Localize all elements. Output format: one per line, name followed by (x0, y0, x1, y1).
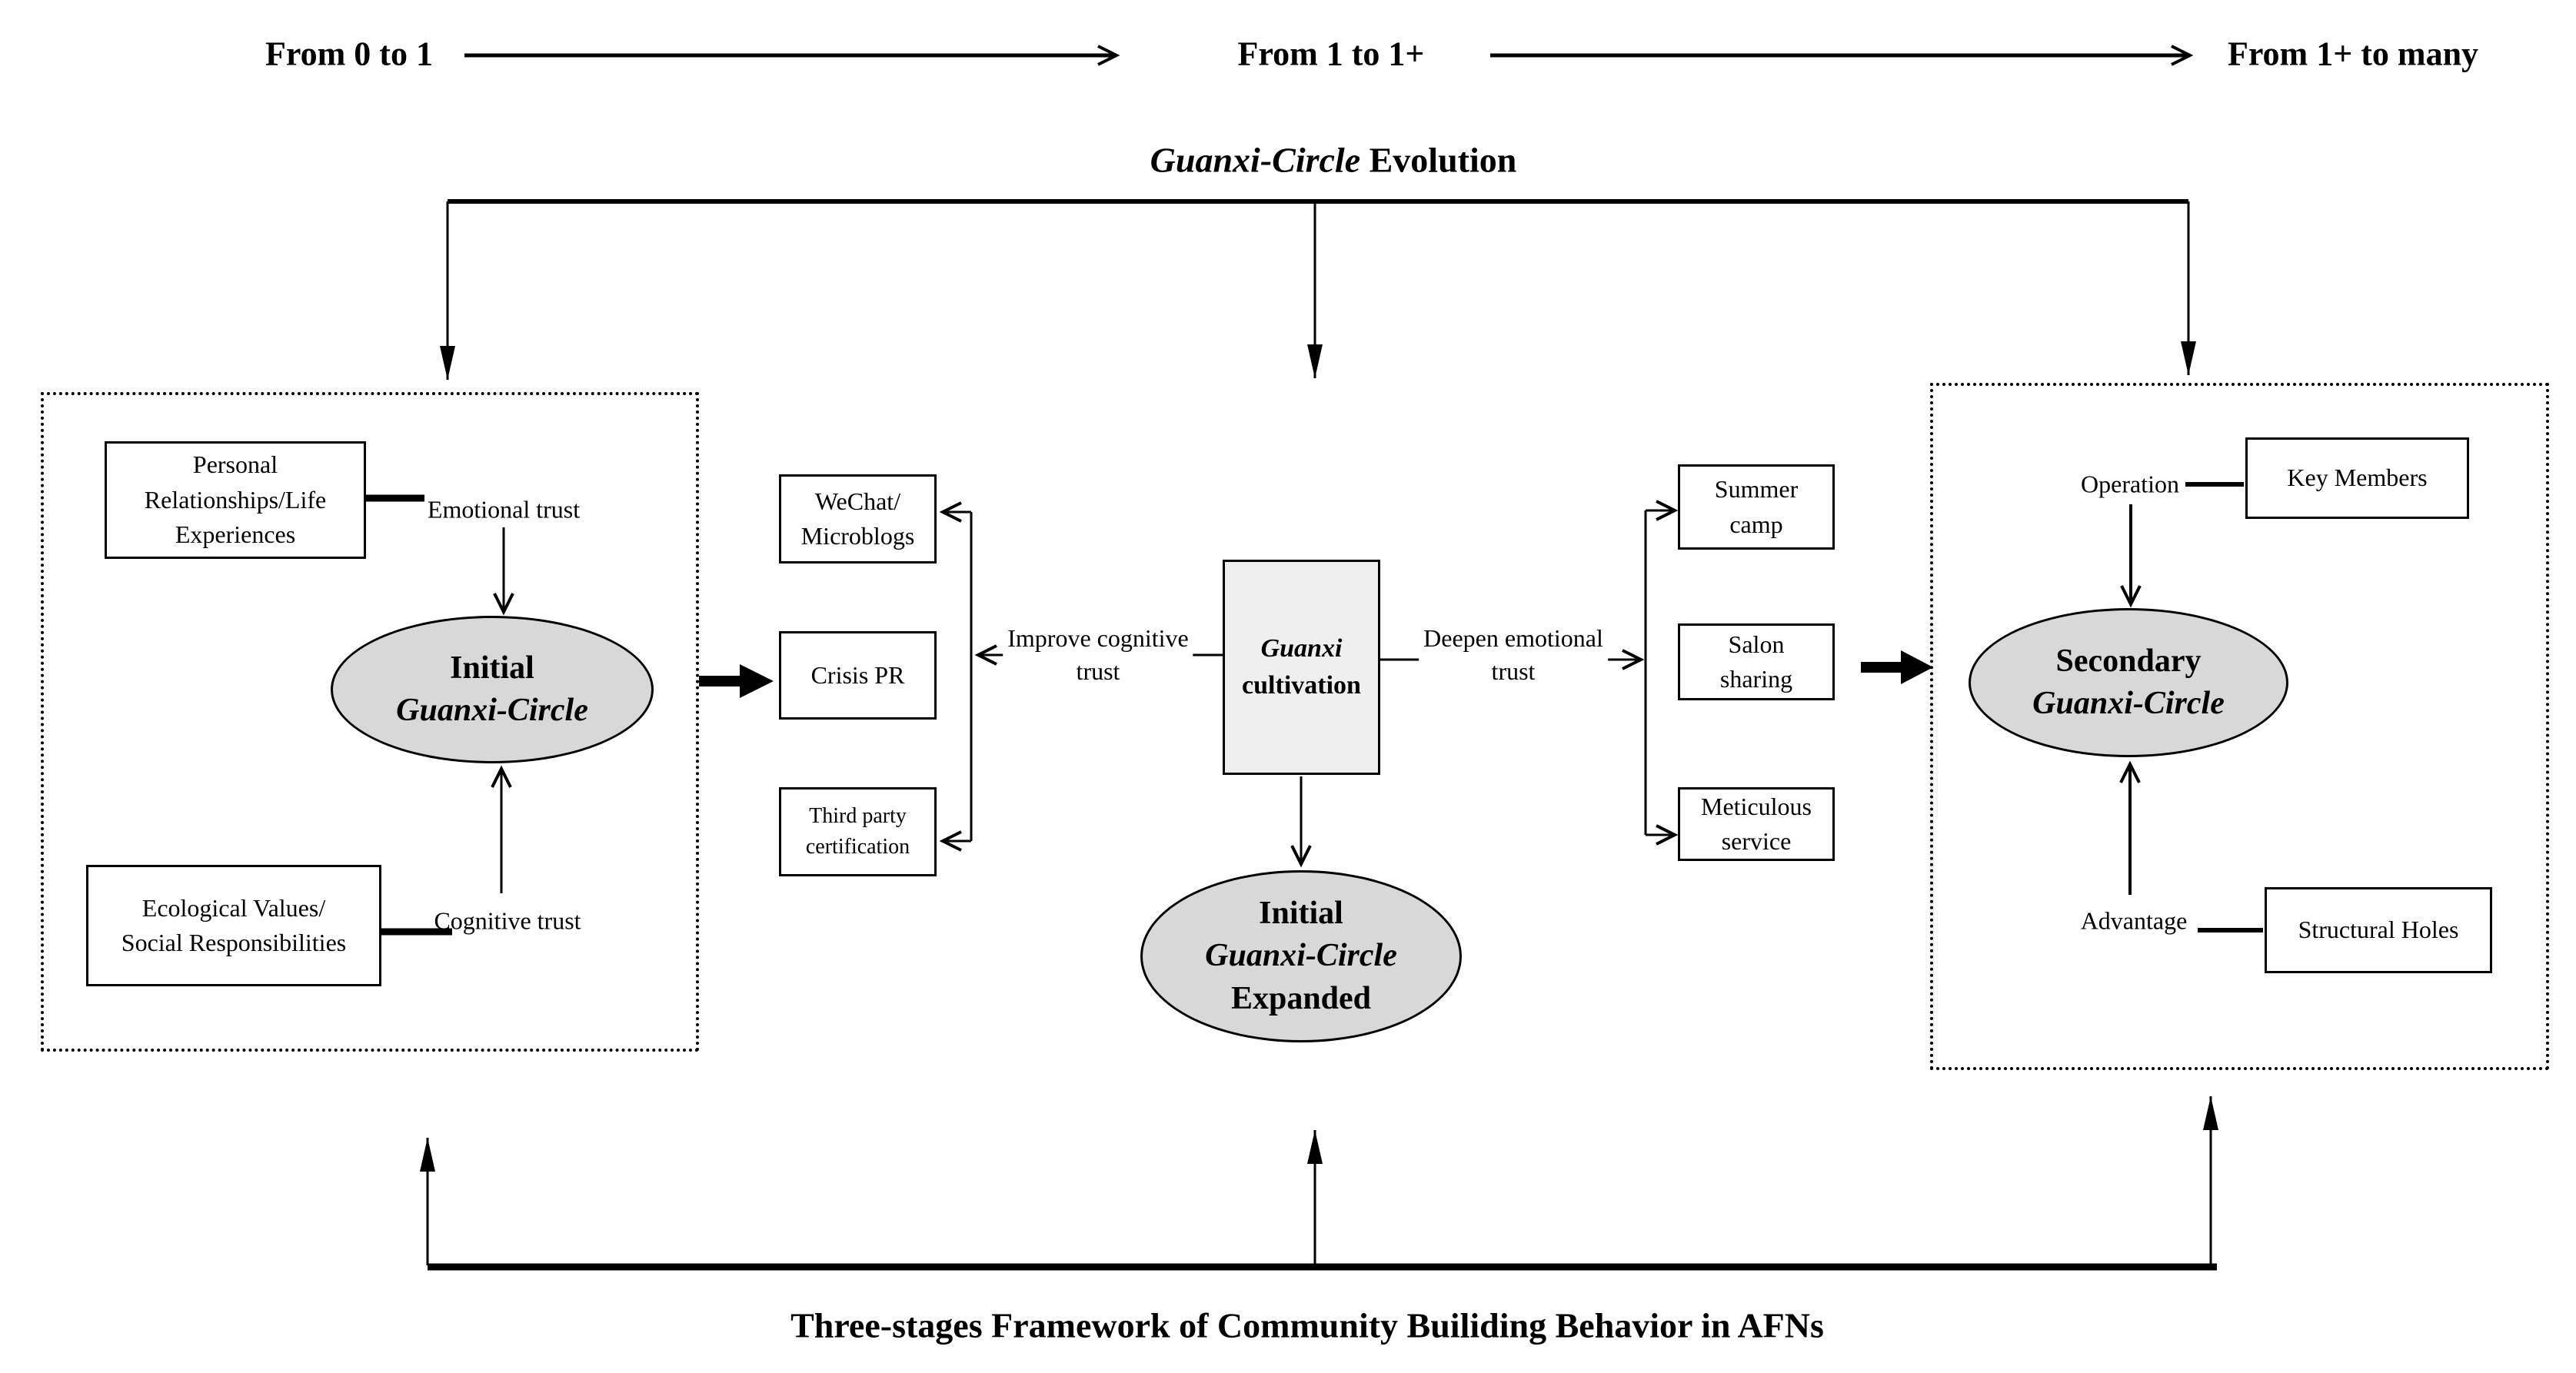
wechat-line1: WeChat/ (814, 487, 901, 515)
evolution-title: Guanxi-Circle Evolution (1150, 140, 1517, 181)
operation-label: Operation (2081, 470, 2179, 498)
deepen-line2: trust (1491, 657, 1536, 685)
evolution-title-rest: Evolution (1360, 140, 1517, 180)
emotional-trust-label: Emotional trust (427, 495, 581, 524)
stage1-to-stage2-thick-arrow (699, 664, 774, 698)
deepen-emotional-trust-label: Deepen emotional trust (1419, 621, 1608, 689)
key-members-line1: Key Members (2287, 464, 2428, 492)
axis-label-stage1: From 0 to 1 (265, 35, 433, 73)
initial-ellipse-line2: Guanxi-Circle (396, 693, 588, 728)
ecological-line2: Social Responsibilities (121, 929, 347, 956)
cultivation-line1: Guanxi (1260, 633, 1343, 663)
crisis-pr-box: Crisis PR (779, 631, 937, 720)
wechat-microblogs-box: WeChat/ Microblogs (779, 474, 937, 563)
improve-cognitive-trust-label: Improve cognitive trust (1003, 621, 1193, 689)
personal-line1: Personal (192, 450, 278, 479)
ecological-values-box: Ecological Values/ Social Responsibiliti… (86, 865, 381, 986)
personal-line2: Relationships/Life (144, 485, 327, 514)
summer-line1: Summer (1714, 475, 1799, 504)
secondary-ellipse-line2: Guanxi-Circle (2032, 686, 2225, 721)
meticulous-line2: service (1721, 827, 1792, 855)
initial-guanxi-circle-expanded-ellipse: Initial Guanxi-Circle Expanded (1140, 870, 1462, 1042)
meticulous-line1: Meticulous (1701, 792, 1812, 820)
evolution-title-italic: Guanxi-Circle (1150, 140, 1361, 180)
improve-line1: Improve cognitive (1007, 623, 1189, 652)
third-line1: Third party (809, 804, 907, 829)
axis-label-stage2: From 1 to 1+ (1237, 35, 1425, 73)
advantage-label: Advantage (2080, 906, 2188, 935)
stage3-dotted-box (1930, 383, 2549, 1070)
expanded-ellipse-line1: Initial (1259, 895, 1343, 931)
ecological-line1: Ecological Values/ (141, 893, 326, 922)
expanded-ellipse-line3: Expanded (1230, 980, 1372, 1016)
crisis-line1: Crisis PR (810, 660, 905, 689)
personal-relationships-box: Personal Relationships/Life Experiences (105, 441, 366, 559)
cognitive-trust-label: Cognitive trust (434, 906, 581, 935)
cultivation-line2: cultivation (1242, 671, 1361, 700)
expanded-ellipse-line2: Guanxi-Circle (1205, 938, 1397, 974)
salon-sharing-box: Salon sharing (1678, 623, 1835, 700)
stage1-dotted-box (41, 392, 699, 1052)
framework-title: Three-stages Framework of Community Buil… (790, 1305, 1824, 1345)
summer-line2: camp (1729, 510, 1783, 538)
summer-camp-box: Summer camp (1678, 464, 1835, 550)
improve-line2: trust (1076, 657, 1120, 685)
salon-line2: sharing (1719, 665, 1793, 693)
structural-holes-box: Structural Holes (2265, 887, 2492, 973)
third-party-certification-box: Third party certification (779, 787, 937, 876)
meticulous-service-box: Meticulous service (1678, 787, 1835, 861)
initial-guanxi-circle-ellipse: Initial Guanxi-Circle (331, 616, 654, 763)
third-line2: certification (805, 835, 910, 859)
structural-holes-line1: Structural Holes (2298, 916, 2459, 944)
personal-line3: Experiences (175, 520, 296, 549)
stage2-to-stage3-thick-arrow (1861, 650, 1933, 684)
wechat-line2: Microblogs (800, 522, 915, 550)
initial-ellipse-line1: Initial (450, 650, 534, 686)
key-members-box: Key Members (2245, 437, 2469, 519)
guanxi-cultivation-box: Guanxi cultivation (1223, 560, 1380, 775)
secondary-ellipse-line1: Secondary (2055, 643, 2202, 679)
deepen-line1: Deepen emotional (1423, 623, 1603, 652)
salon-line1: Salon (1728, 630, 1785, 658)
secondary-guanxi-circle-ellipse: Secondary Guanxi-Circle (1969, 608, 2288, 757)
axis-label-stage3: From 1+ to many (2227, 35, 2479, 73)
